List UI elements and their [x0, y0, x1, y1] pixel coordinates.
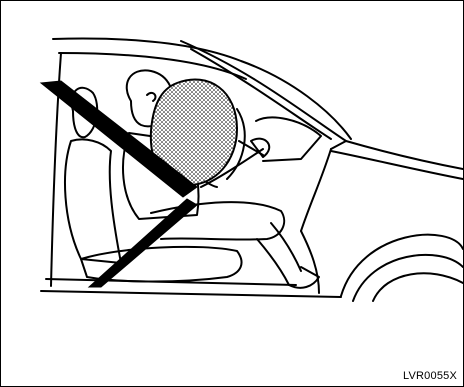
a-pillar — [301, 149, 331, 231]
wheel-inner — [373, 273, 463, 301]
seat-back — [65, 139, 121, 263]
wheel-outer — [353, 255, 463, 301]
lap-belt — [89, 199, 197, 287]
figure-code-label: LVR0055X — [403, 370, 457, 382]
door-edge — [301, 231, 319, 293]
sill-line — [41, 291, 341, 297]
hood-line — [346, 141, 463, 169]
ear — [147, 93, 155, 101]
lower-leg-2 — [257, 239, 289, 285]
